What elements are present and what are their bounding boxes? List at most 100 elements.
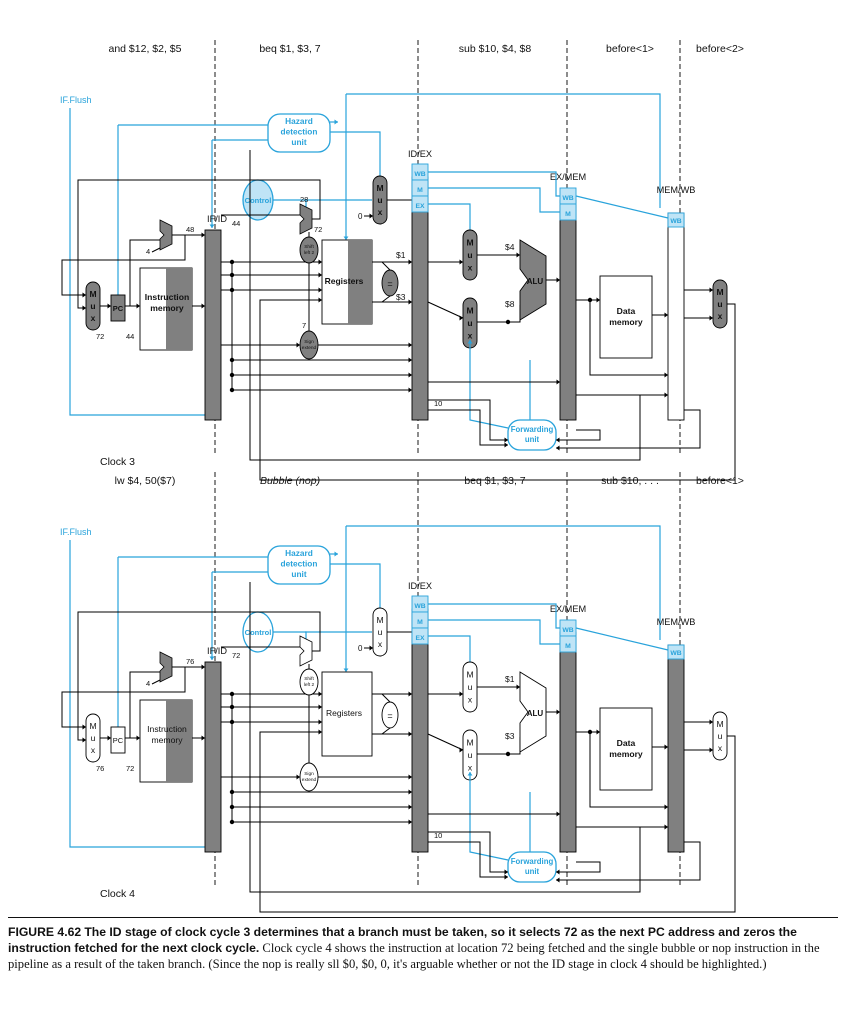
- stage-label: beq $1, $3, 7: [464, 475, 525, 487]
- arrowhead: [556, 709, 560, 715]
- arrowhead: [136, 735, 140, 741]
- arrowhead: [201, 735, 205, 741]
- pc-label: PC: [113, 736, 124, 745]
- arrowhead: [504, 442, 508, 448]
- wire: [77, 611, 321, 741]
- arrowhead: [459, 747, 463, 753]
- mux: Mux: [462, 729, 478, 781]
- ctrl-field-label: M: [565, 643, 571, 650]
- forwarding-label: unit: [525, 867, 540, 876]
- four-const: 4: [146, 247, 150, 256]
- mux-letter: M: [376, 615, 383, 625]
- mux-letter: M: [466, 238, 473, 248]
- arrowhead: [556, 811, 560, 817]
- instruction-memory-shade: [166, 268, 192, 350]
- wire: [575, 627, 669, 651]
- mux-letter: M: [716, 719, 723, 729]
- pc-adder: [159, 219, 173, 251]
- registers-label: Registers: [326, 708, 362, 718]
- mux: Mux: [372, 175, 388, 225]
- junction-dot: [587, 729, 593, 735]
- arrowhead: [596, 297, 600, 303]
- arrowhead: [201, 664, 205, 670]
- alu: [519, 239, 547, 321]
- arrowhead: [664, 744, 668, 750]
- wire: [61, 667, 186, 728]
- mux-letter: u: [468, 750, 473, 760]
- arrowhead: [709, 287, 713, 293]
- mux-letter: u: [378, 627, 383, 637]
- clock-label: Clock 3: [100, 456, 135, 468]
- wire: [69, 108, 205, 416]
- arrowhead: [369, 645, 373, 651]
- arrowhead: [318, 272, 322, 278]
- mux: Mux: [462, 297, 478, 349]
- pipeline-register: [204, 229, 222, 421]
- pipeline-register-label: IF/ID: [207, 646, 227, 656]
- arrowhead: [408, 342, 412, 348]
- arrowhead: [318, 259, 322, 265]
- alu-label: ALU: [527, 709, 544, 718]
- wire: [249, 582, 641, 893]
- wire: [469, 340, 509, 429]
- wire: [556, 429, 601, 441]
- wire: [330, 563, 381, 612]
- arrowhead: [459, 691, 463, 697]
- forwarding-unit: [507, 419, 557, 451]
- arrowhead: [209, 656, 215, 660]
- control-label: Control: [245, 628, 272, 637]
- ctrl-field-label: WB: [414, 171, 425, 178]
- mux-letter: x: [718, 743, 723, 753]
- arrowhead: [516, 684, 520, 690]
- mux-letter: M: [89, 721, 96, 731]
- mux-letter: x: [468, 763, 473, 773]
- pipeline-register: [559, 631, 577, 853]
- arrowhead: [408, 357, 412, 363]
- ctrl-field-label: M: [417, 187, 423, 194]
- forwarding-label: Forwarding: [511, 857, 554, 866]
- arrowhead: [556, 437, 560, 443]
- wire: [381, 727, 391, 735]
- shift-label: left 2: [304, 682, 315, 688]
- data-memory: [599, 275, 653, 359]
- pc-in-value: 72: [96, 332, 104, 341]
- mux-letter: x: [468, 263, 473, 273]
- wire: [428, 635, 471, 664]
- ex1-value: $4: [505, 242, 515, 252]
- mux-letter: M: [89, 289, 96, 299]
- equal-sign: =: [387, 711, 392, 721]
- stage-label: sub $10, . . .: [601, 475, 659, 487]
- register-file: [321, 671, 373, 757]
- mux-letter: u: [467, 318, 472, 328]
- wire: [428, 399, 508, 441]
- wire: [589, 732, 668, 808]
- rd-value: 10: [434, 831, 442, 840]
- arrowhead: [516, 252, 520, 258]
- four-const: 4: [146, 679, 150, 688]
- arrowhead: [82, 724, 86, 730]
- branch-adder: [299, 203, 313, 235]
- wire: [556, 409, 701, 449]
- arrowhead: [408, 731, 412, 737]
- wire: [61, 235, 186, 296]
- register-file-shade: [348, 240, 372, 324]
- pc-label: PC: [113, 304, 124, 313]
- arrowhead: [408, 819, 412, 825]
- arrowhead: [201, 232, 205, 238]
- ctrl-field-label: WB: [414, 603, 425, 610]
- hazard-label: unit: [291, 569, 306, 579]
- pc-register: [110, 294, 126, 322]
- pipeline-register: [667, 644, 685, 853]
- alu: [519, 671, 547, 753]
- arrowhead: [136, 303, 140, 309]
- mux-letter: x: [378, 207, 383, 217]
- wire: [381, 295, 391, 303]
- wire: [428, 841, 508, 878]
- ctrl-field-label: EX: [415, 635, 425, 642]
- arrowhead: [664, 312, 668, 318]
- arrowhead: [664, 804, 668, 810]
- branch-out-value: 72: [314, 225, 322, 234]
- ctrl-field-label: M: [565, 211, 571, 218]
- zero-const: 0: [358, 212, 363, 221]
